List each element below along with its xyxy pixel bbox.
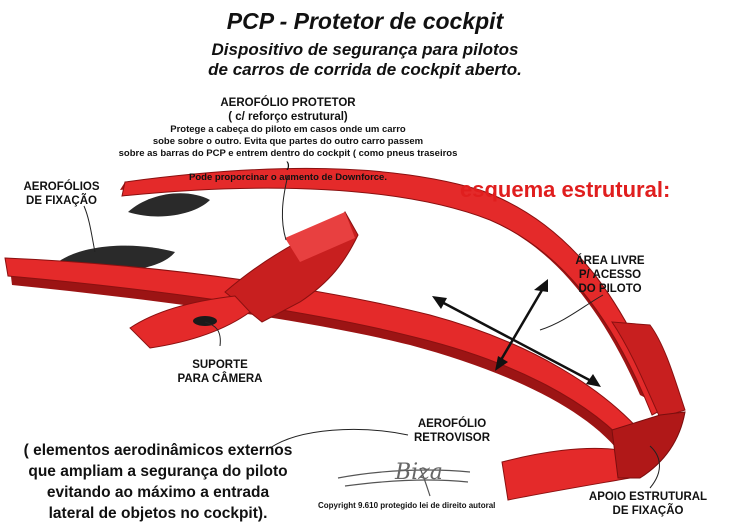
description-line-3: sobre as barras do PCP e entrem dentro d…: [118, 148, 458, 171]
description-line-1: Protege a cabeça do piloto em casos onde…: [170, 124, 406, 135]
access-area-line-2: P/ ACESSO: [578, 269, 642, 281]
protector-wing-label: AEROFÓLIO PROTETOR ( c/ reforço estrutur…: [188, 96, 388, 124]
leader-apoio: [649, 445, 660, 489]
mirror-wing-line-2: RETROVISOR: [413, 432, 491, 444]
aero-elements-note: ( elementos aerodinâmicos externos que a…: [8, 440, 308, 524]
protector-wing-subtitle: ( c/ reforço estrutural): [228, 111, 348, 123]
note-line-4: lateral de objetos no cockpit).: [48, 505, 268, 522]
leader-suporte: [204, 321, 221, 347]
note-line-2: que ampliam a segurança do piloto: [28, 463, 288, 480]
note-line-3: evitando ao máximo a entrada: [46, 484, 270, 501]
access-arrow-vertical: [496, 284, 547, 366]
page-title: PCP - Protetor de cockpit: [226, 8, 504, 34]
fixing-wings-line-2: DE FIXAÇÃO: [26, 195, 97, 207]
description-line-4: Pode proporcinar o aumento de Downforce.: [189, 172, 387, 183]
arrow-head-right: [586, 374, 601, 387]
description-line-2: sobe sobre o outro. Evita que partes do …: [152, 136, 424, 147]
schema-heading: esquema estrutural:: [460, 177, 671, 202]
mirror-wing-line-1: AEROFÓLIO: [417, 418, 487, 430]
structural-support-label: APOIO ESTRUTURAL DE FIXAÇÃO: [578, 490, 718, 518]
copyright-notice: Copyright 9.610 protegido lei de direito…: [318, 501, 496, 510]
camera-support-line-2: PARA CÂMERA: [177, 373, 263, 385]
fixing-wing-upper: [128, 193, 210, 217]
leader-retrovisor: [269, 428, 409, 449]
leader-protector: [281, 174, 289, 241]
camera-support-line-1: SUPORTE: [192, 359, 248, 371]
subtitle-line-2: de carros de corrida de cockpit aberto.: [208, 60, 522, 79]
protector-wing-top: [285, 212, 355, 262]
subtitle-line-1: Dispositivo de segurança para pilotos: [211, 40, 519, 59]
signature-drawing: [337, 467, 471, 497]
access-area-line-3: DO PILOTO: [578, 283, 642, 295]
apoio-block: [611, 411, 686, 479]
camera-lens: [193, 316, 217, 326]
author-signature: Biza: [395, 460, 443, 485]
upper-bar: [121, 167, 666, 416]
camera-support-label: SUPORTE PARA CÂMERA: [170, 358, 270, 386]
note-line-1: ( elementos aerodinâmicos externos: [23, 442, 293, 459]
leader-fixing: [83, 205, 96, 253]
protector-wing-title: AEROFÓLIO PROTETOR: [220, 97, 356, 109]
fixing-wings-line-1: AEROFÓLIOS: [23, 181, 100, 193]
arrow-head-top: [534, 279, 548, 292]
camera-support: [129, 295, 251, 349]
arrow-head-left: [432, 296, 447, 309]
mirror-wing-label: AEROFÓLIO RETROVISOR: [402, 417, 502, 445]
leader-area-livre: [539, 294, 604, 331]
arrow-head-bottom: [495, 356, 508, 371]
protector-wing-description: Protege a cabeça do piloto em casos onde…: [118, 124, 458, 184]
access-area-label: ÁREA LIVRE P/ ACESSO DO PILOTO: [560, 254, 660, 296]
structural-support-line-2: DE FIXAÇÃO: [612, 505, 684, 517]
access-area-line-1: ÁREA LIVRE: [575, 255, 645, 267]
access-arrow-horizontal: [437, 298, 596, 385]
structural-support-line-1: APOIO ESTRUTURAL: [588, 491, 708, 503]
fixing-wings-label: AEROFÓLIOS DE FIXAÇÃO: [14, 180, 109, 208]
